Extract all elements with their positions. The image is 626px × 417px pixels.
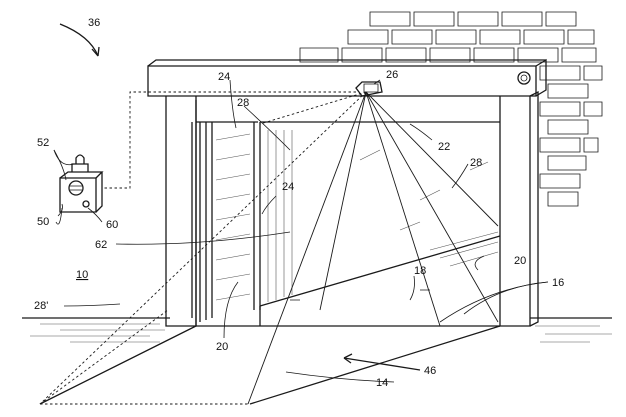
sensor-beams (39, 91, 499, 405)
label-22: 22 (438, 141, 450, 153)
sensor-26 (355, 81, 383, 97)
floor-detection-zone (39, 309, 501, 405)
label-62: 62 (95, 239, 107, 251)
door-header-housing (147, 58, 547, 97)
door-curtain (259, 121, 501, 307)
approach-arrow (343, 353, 421, 371)
label-18: 18 (414, 265, 426, 277)
label-28-top: 28 (237, 97, 249, 109)
label-24-mid: 24 (282, 181, 294, 193)
left-door-frame (165, 96, 261, 327)
controller-box-50 (59, 171, 104, 213)
floor (22, 317, 612, 343)
control-wire (102, 91, 356, 189)
label-28-right: 28 (470, 157, 482, 169)
label-20-bottom: 20 (216, 341, 228, 353)
label-14: 14 (376, 377, 388, 389)
label-26: 26 (386, 69, 398, 81)
label-36: 36 (88, 17, 100, 29)
brick-wall (299, 11, 603, 207)
right-door-frame (499, 90, 539, 327)
figure-ref-arrow (59, 23, 100, 57)
reference-labels: 36 24 26 28 22 28 52 24 50 60 62 20 10 1… (34, 17, 564, 389)
label-24-top: 24 (218, 71, 230, 83)
label-20-right: 20 (514, 255, 526, 267)
label-10: 10 (76, 269, 88, 281)
label-60: 60 (106, 219, 118, 231)
beacon-light-52 (71, 154, 89, 172)
label-50: 50 (37, 216, 49, 228)
label-28-prime: 28' (34, 300, 48, 312)
label-52: 52 (37, 137, 49, 149)
leader-lines (53, 79, 549, 383)
label-16: 16 (552, 277, 564, 289)
label-46: 46 (424, 365, 436, 377)
